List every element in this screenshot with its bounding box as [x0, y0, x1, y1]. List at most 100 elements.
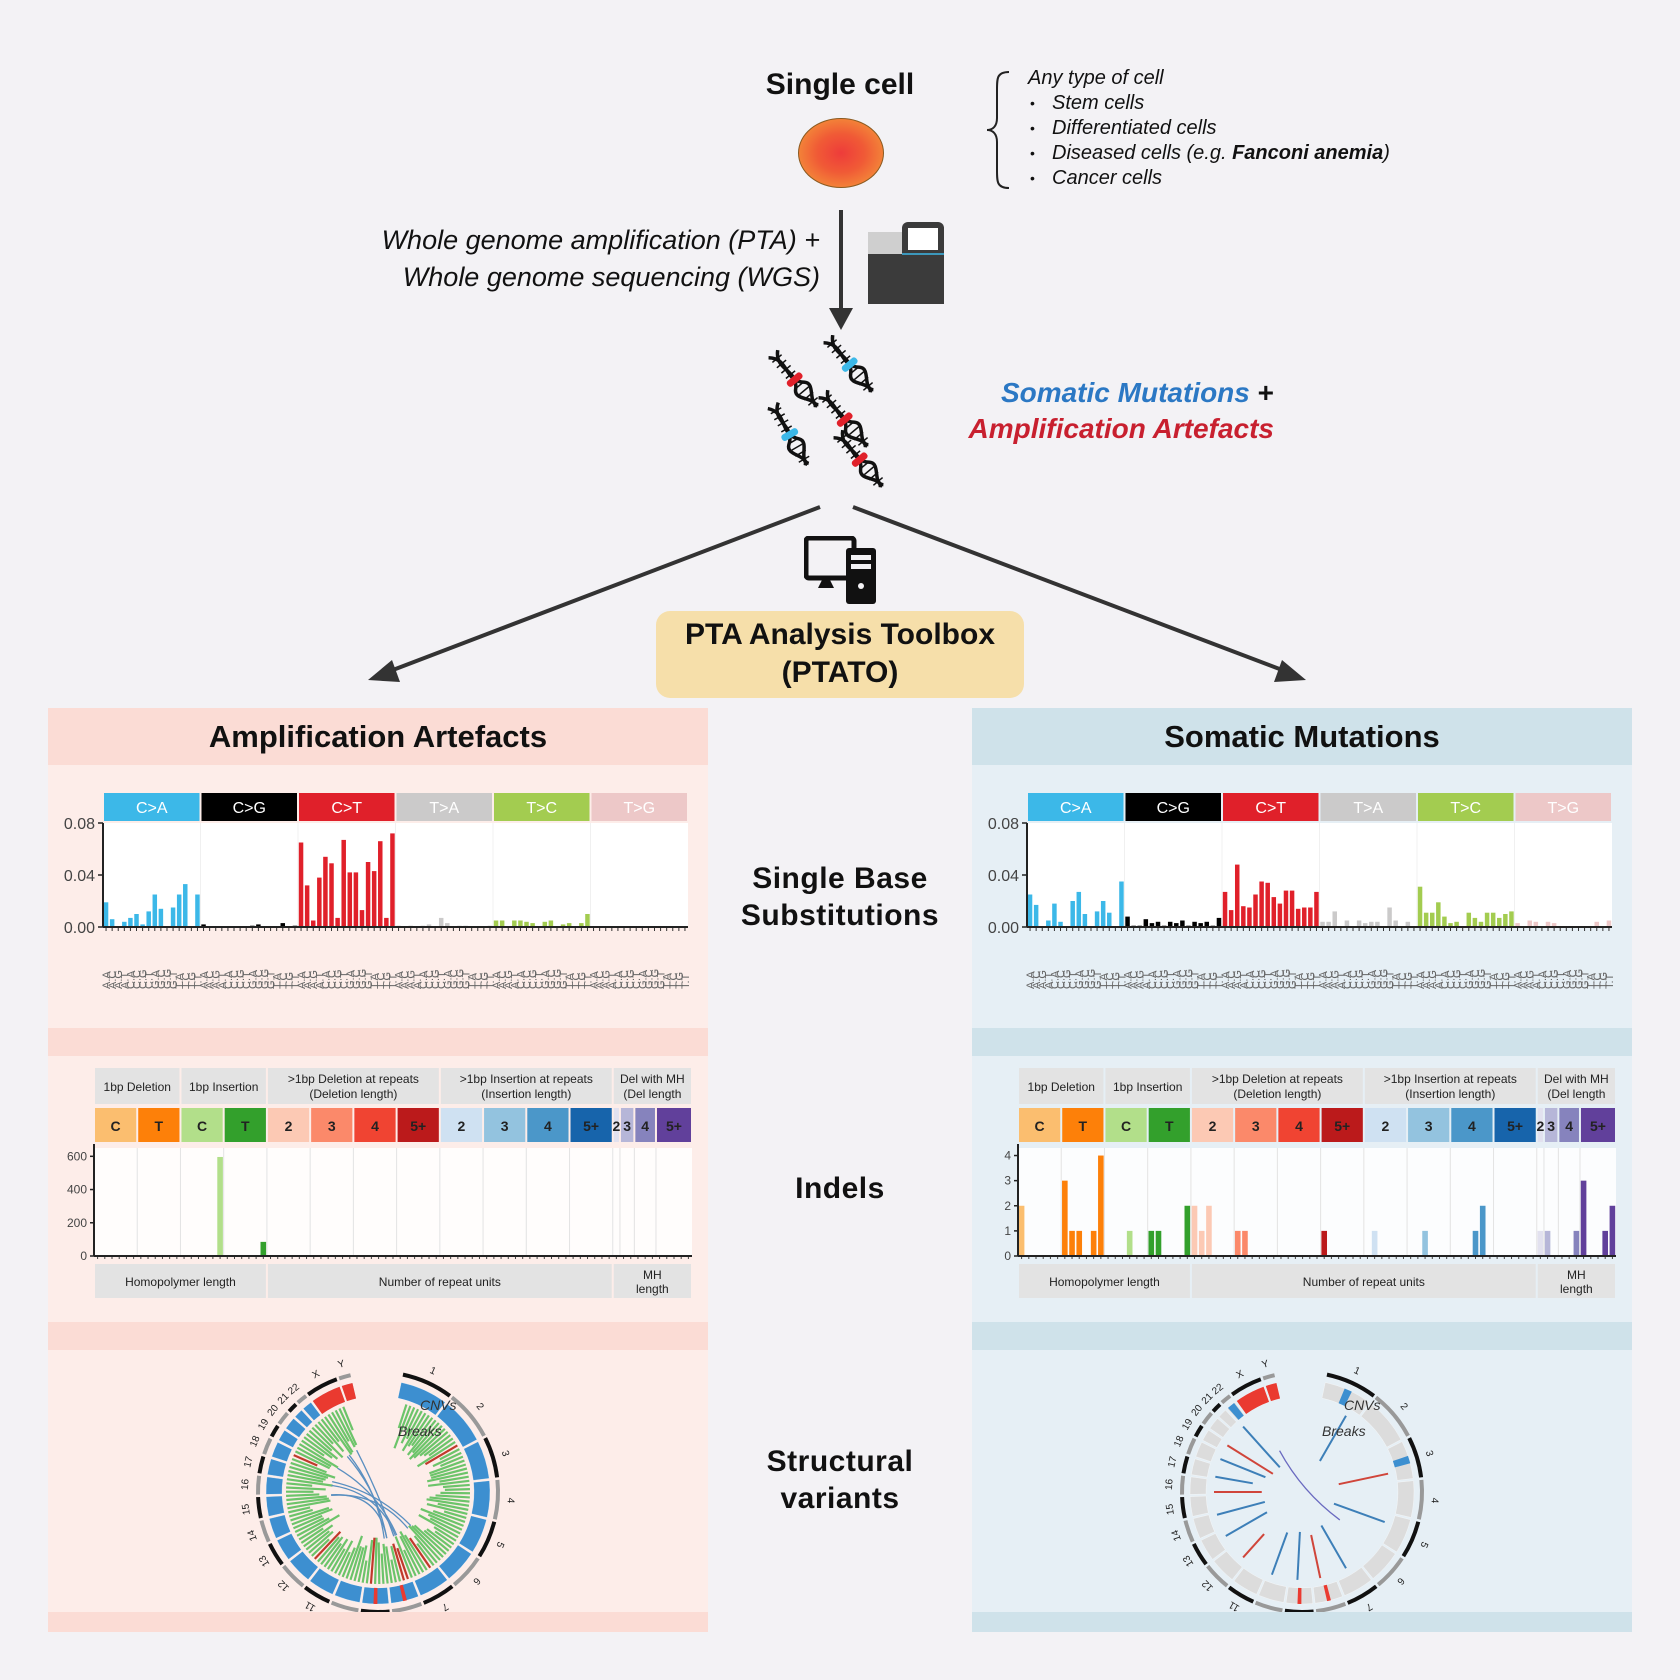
cell-icon — [798, 118, 884, 188]
bar — [1107, 912, 1112, 927]
chromosome-label: 17 — [1166, 1455, 1179, 1469]
cnv-segment — [265, 1495, 285, 1517]
category-box — [613, 1108, 619, 1142]
break-line — [377, 1542, 381, 1585]
break-line — [393, 1405, 412, 1449]
chromosome-label: 4 — [505, 1497, 516, 1504]
x-tick-label: C.G — [1354, 969, 1366, 989]
bar — [183, 884, 188, 927]
break-line — [443, 1510, 467, 1520]
chromosome-label: 18 — [1172, 1434, 1187, 1449]
down-arrow-icon — [829, 210, 853, 330]
chromosome-band — [269, 1424, 280, 1438]
dna-helix-icon — [768, 349, 819, 408]
y-tick-label: 2 — [1004, 1199, 1011, 1213]
x-tick-label: G.C — [1470, 969, 1482, 989]
break-line — [424, 1444, 458, 1466]
break-line — [308, 1530, 334, 1554]
break-line — [401, 1412, 427, 1452]
bar — [1509, 911, 1514, 927]
bar — [371, 871, 377, 927]
break-line — [320, 1418, 340, 1443]
category-box — [267, 1108, 310, 1142]
category-box — [1235, 1108, 1277, 1142]
x-tick-label: C.A — [223, 970, 235, 989]
bar — [341, 839, 346, 927]
break-line — [405, 1410, 423, 1440]
indels-row-label: Indels — [795, 1172, 885, 1205]
cnv-segment — [397, 1382, 446, 1416]
chromosome-label: 11 — [303, 1598, 318, 1612]
x-tick-label: C.A — [418, 970, 430, 989]
sbs-chart-artefacts: C>AA.AA.CA.GA.TC.AC.CC.GC.TG.AG.CG.GG.TT… — [64, 793, 692, 989]
x-tick-label: A.C — [1324, 971, 1336, 989]
header-group-label: 1bp Deletion — [104, 1080, 171, 1094]
break-line — [385, 1546, 393, 1584]
cnv-red-region — [399, 1584, 407, 1602]
bar — [1537, 1230, 1544, 1256]
bar — [1429, 912, 1435, 927]
bar — [128, 917, 133, 927]
break-line — [423, 1434, 451, 1457]
cnv-segment — [1202, 1430, 1223, 1448]
x-tick-label: C.T — [1165, 971, 1177, 989]
chromosome-band — [259, 1520, 271, 1543]
break-line — [311, 1426, 344, 1459]
track-label-cnvs: CNVs — [1344, 1397, 1381, 1413]
sv-link — [331, 1484, 397, 1536]
x-tick-label: G.C — [1372, 969, 1384, 989]
break-line — [396, 1547, 409, 1580]
strip-C>G — [201, 793, 297, 821]
header-group-box — [1105, 1068, 1190, 1104]
chromosome-band — [1211, 1402, 1222, 1413]
track-label-breaks: Breaks — [398, 1423, 442, 1439]
bar — [1545, 921, 1551, 927]
bar — [335, 917, 340, 927]
break-line — [286, 1497, 330, 1506]
bar — [1551, 923, 1557, 927]
circos-plot-artefacts: 12345678910111213141516171819202122XYCNV… — [240, 1358, 516, 1630]
category-box — [635, 1108, 655, 1142]
strip-label: T>A — [429, 800, 459, 817]
x-tick-label: T.C — [570, 972, 582, 989]
x-tick-label: A.C — [1421, 971, 1433, 989]
cnv-segment — [1189, 1495, 1209, 1517]
x-tick-label: A.G — [1330, 970, 1342, 989]
header-group-label: (Deletion length) — [1233, 1087, 1321, 1101]
cnv-segment — [309, 1568, 340, 1595]
bar — [365, 862, 371, 927]
chromosome-label: 2 — [474, 1401, 486, 1413]
cnv-segment — [1395, 1480, 1415, 1518]
category-label: 3 — [1547, 1118, 1555, 1134]
break-line — [291, 1458, 327, 1474]
category-label: 3 — [501, 1118, 509, 1134]
break-line — [420, 1507, 464, 1527]
strip-T>G — [1515, 793, 1611, 821]
chromosome-label: 18 — [248, 1434, 263, 1449]
bar — [1174, 923, 1179, 927]
category-label: 5+ — [583, 1118, 599, 1134]
bar — [1362, 923, 1368, 927]
break-line — [342, 1406, 354, 1431]
x-tick-label: C.G — [1549, 969, 1561, 989]
strip-label: C>A — [136, 800, 168, 817]
bar — [1046, 920, 1051, 927]
cnv-segment — [265, 1476, 284, 1495]
break-line — [293, 1454, 318, 1467]
x-tick-label: C.T — [436, 971, 448, 989]
break-line — [444, 1488, 470, 1491]
break-line — [435, 1494, 470, 1499]
x-tick-label: C.C — [1251, 970, 1263, 989]
sv-link — [1278, 1450, 1341, 1521]
x-tick-label: T.G — [381, 972, 393, 989]
chromosome-band — [1180, 1496, 1187, 1519]
break-line — [314, 1423, 334, 1445]
cnv-red-region — [373, 1587, 378, 1604]
x-tick-label: T.T — [1506, 973, 1518, 989]
chromosome-label: 16 — [240, 1478, 252, 1490]
x-tick-label: G.A — [1171, 969, 1183, 989]
x-tick-label: A.G — [113, 970, 125, 989]
break-line — [440, 1455, 464, 1468]
y-tick-label: 0.08 — [64, 816, 95, 833]
bar — [1484, 912, 1490, 927]
